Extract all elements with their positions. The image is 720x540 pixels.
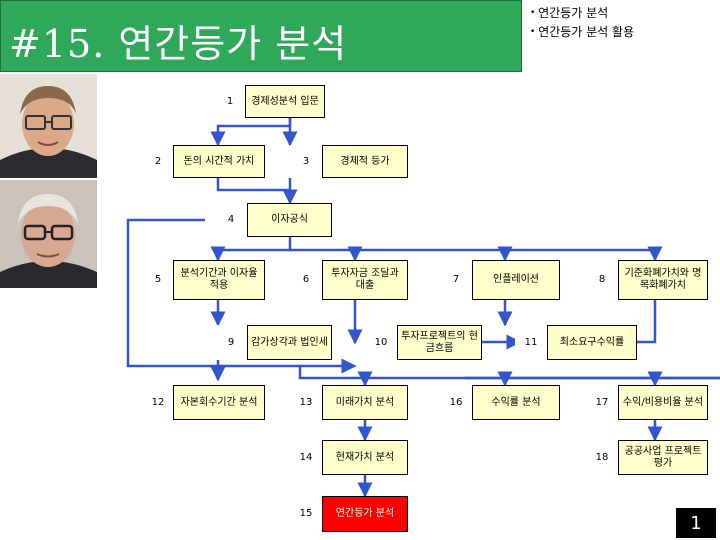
node-12-number: 12 bbox=[143, 385, 173, 420]
node-1-label: 경제성분석 입문 bbox=[245, 85, 325, 118]
node-10-label: 투자프로젝트의 현금흐름 bbox=[397, 325, 482, 360]
page-number: 1 bbox=[676, 508, 716, 538]
node-8-number: 8 bbox=[586, 260, 618, 300]
node-14-number: 14 bbox=[290, 440, 322, 475]
node-6-number: 6 bbox=[290, 260, 322, 300]
node-13-label: 미래가치 분석 bbox=[322, 385, 408, 420]
node-18-label: 공공사업 프로젝트 평가 bbox=[618, 440, 708, 475]
node-5-label: 분석기간과 이자율 적용 bbox=[173, 260, 265, 300]
node-3-label: 경제적 등가 bbox=[322, 145, 408, 178]
node-8-label: 기준화폐가치와 명목화폐가치 bbox=[618, 260, 708, 300]
node-3-number: 3 bbox=[290, 145, 322, 178]
node-9-label: 감가상각과 법인세 bbox=[247, 325, 332, 360]
node-18-number: 18 bbox=[586, 440, 618, 475]
node-17-label: 수익/비용비율 분석 bbox=[618, 385, 708, 420]
node-11-number: 11 bbox=[515, 325, 547, 360]
node-11-label: 최소요구수익률 bbox=[547, 325, 637, 360]
node-16-number: 16 bbox=[440, 385, 472, 420]
node-6-label: 투자자금 조달과 대출 bbox=[322, 260, 408, 300]
node-12-label: 자본회수기간 분석 bbox=[173, 385, 265, 420]
node-5-number: 5 bbox=[143, 260, 173, 300]
node-9-number: 9 bbox=[215, 325, 247, 360]
node-16-label: 수익률 분석 bbox=[472, 385, 560, 420]
node-2-label: 돈의 시간적 가치 bbox=[173, 145, 265, 178]
node-15-label-highlighted: 연간등가 분석 bbox=[322, 496, 408, 532]
node-7-number: 7 bbox=[440, 260, 472, 300]
node-15-number: 15 bbox=[290, 496, 322, 532]
node-14-label: 현재가치 분석 bbox=[322, 440, 408, 475]
node-4-label: 이자공식 bbox=[247, 203, 332, 237]
node-13-number: 13 bbox=[290, 385, 322, 420]
node-2-number: 2 bbox=[143, 145, 173, 178]
node-1-number: 1 bbox=[215, 85, 245, 118]
node-17-number: 17 bbox=[586, 385, 618, 420]
node-10-number: 10 bbox=[365, 325, 397, 360]
node-7-label: 인플레이션 bbox=[472, 260, 560, 300]
node-4-number: 4 bbox=[215, 203, 247, 237]
